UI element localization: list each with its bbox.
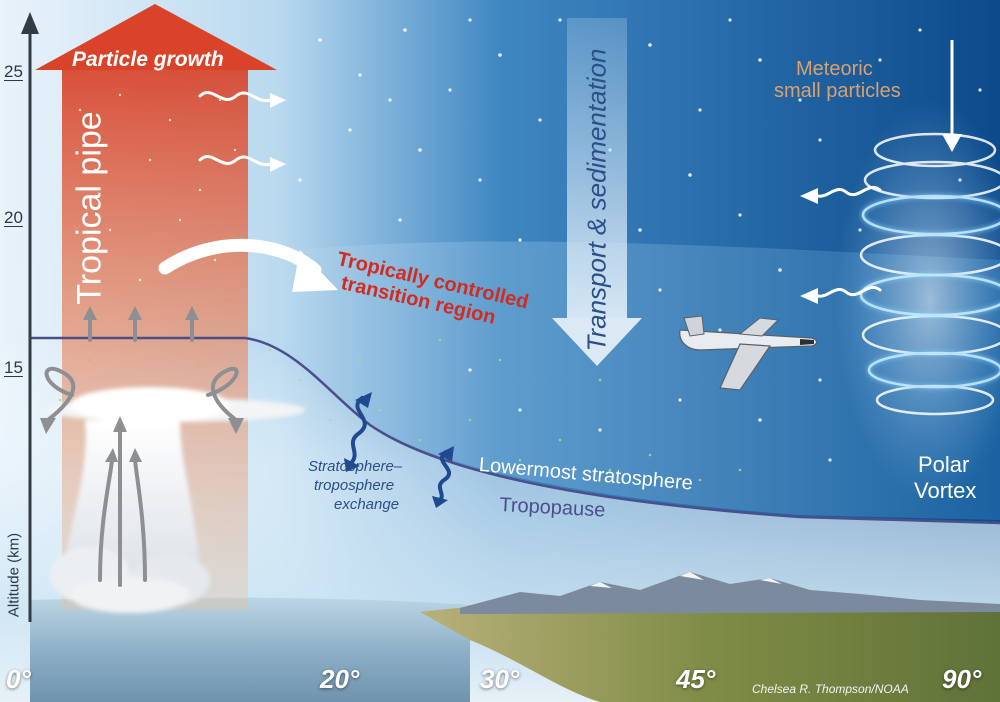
land (420, 597, 1000, 702)
latitude-tick-45: 45° (676, 664, 716, 694)
altitude-tick-15: 15 (4, 358, 23, 377)
ste-label-line2: troposphere (314, 477, 395, 494)
tropopause-line (30, 336, 1000, 525)
stratospheric-particles (298, 18, 982, 462)
altitude-axis-title: Altitude (km) (5, 532, 23, 618)
convection-arrows (44, 316, 239, 587)
wavy-arrows-pipe (198, 91, 272, 167)
cumulonimbus-cloud (45, 387, 305, 613)
transport-arrow-head (552, 318, 642, 366)
altitude-tick-25: 25 (4, 62, 23, 81)
ste-exchange-arrows (350, 396, 452, 502)
particle-growth-label: Particle growth (72, 48, 224, 71)
meteoric-label-line2: small particles (774, 80, 901, 102)
latitude-tick-90: 90° (942, 664, 982, 694)
ocean (30, 597, 470, 702)
lowermost-stratosphere-region (0, 241, 1000, 520)
credit-label: Chelsea R. Thompson/NOAA (752, 682, 909, 696)
latitude-tick-20: 20° (320, 664, 360, 694)
polar-vortex-label-line1: Polar (918, 452, 970, 477)
tropical-pipe-label: Tropical pipe (70, 111, 109, 305)
latitude-tick-30: 30° (480, 664, 520, 694)
latitude-tick-0: 0° (6, 664, 31, 694)
mountains (460, 572, 1000, 614)
ste-label-line1: Stratosphere– (308, 458, 403, 475)
transport-arrow-shaft (567, 18, 627, 318)
meteoric-label-line1: Meteoric (796, 58, 873, 80)
transport-sedimentation-label: Transport & sedimentation (581, 48, 612, 352)
research-aircraft (679, 315, 818, 391)
altitude-tick-20: 20 (4, 208, 23, 227)
polar-vortex-label-line2: Vortex (914, 478, 977, 503)
altitude-axis-arrowhead (21, 12, 39, 34)
ste-label-line3: exchange (334, 496, 400, 513)
particle-growth-arrowhead (35, 4, 277, 70)
wavy-arrows-vortex (816, 186, 882, 298)
